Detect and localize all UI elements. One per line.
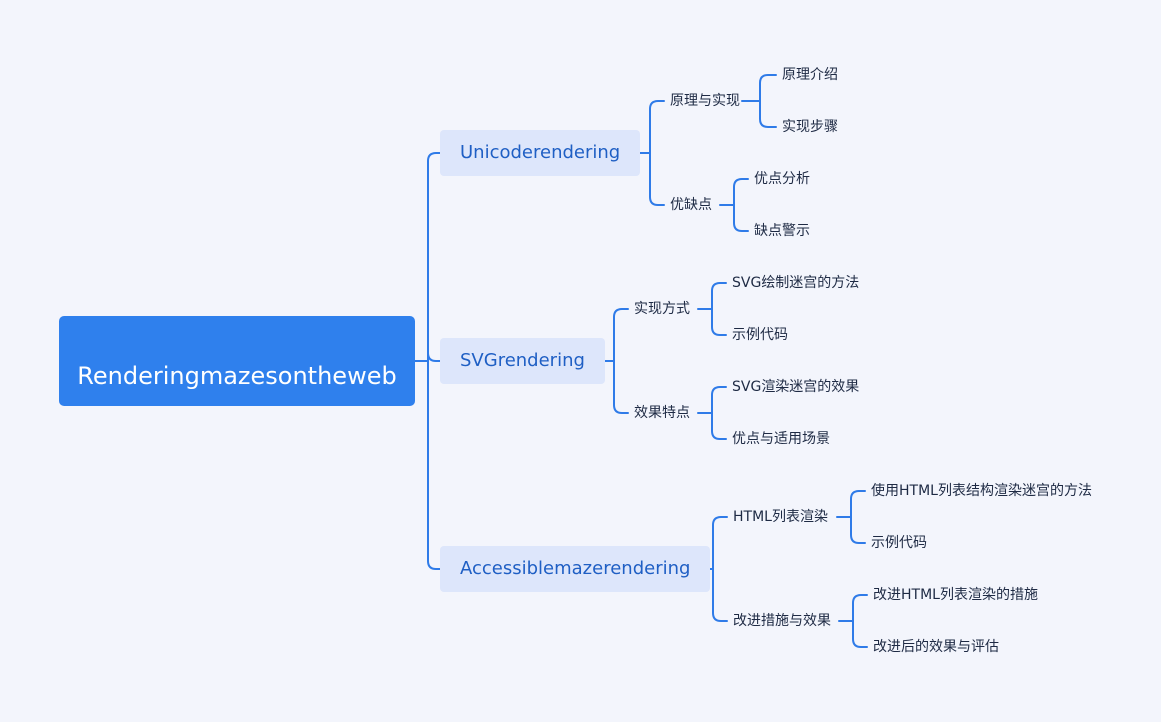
topic-principle-and-implementation[interactable]: 原理与实现: [670, 93, 740, 109]
leaf-cons-warning[interactable]: 缺点警示: [754, 223, 810, 239]
connector-pros-cons: [719, 178, 749, 232]
leaf-svg-sample-code[interactable]: 示例代码: [732, 327, 788, 343]
topic-effect-features[interactable]: 效果特点: [634, 405, 690, 421]
connector-svg-method: [697, 282, 727, 336]
branch-unicode-rendering[interactable]: Unicoderendering: [440, 130, 641, 176]
connector-svg-effect: [697, 386, 727, 440]
topic-implementation-method[interactable]: 实现方式: [634, 301, 690, 317]
topic-pros-and-cons[interactable]: 优缺点: [670, 197, 712, 213]
leaf-principle-intro[interactable]: 原理介绍: [782, 67, 838, 83]
branch-accessible-maze-rendering[interactable]: Accessiblemazerendering: [440, 546, 711, 592]
leaf-improvement-measures[interactable]: 改进HTML列表渲染的措施: [873, 587, 1038, 603]
leaf-svg-maze-method[interactable]: SVG绘制迷宫的方法: [732, 275, 860, 291]
connector-root: [414, 152, 441, 570]
topic-html-list-rendering[interactable]: HTML列表渲染: [733, 509, 828, 525]
leaf-implementation-steps[interactable]: 实现步骤: [782, 119, 838, 135]
connector-improvements: [838, 594, 868, 648]
leaf-html-list-maze-method[interactable]: 使用HTML列表结构渲染迷宫的方法: [871, 483, 1092, 499]
topic-improvements-and-effects[interactable]: 改进措施与效果: [733, 613, 831, 629]
connector-svg: [599, 308, 629, 414]
leaf-html-sample-code[interactable]: 示例代码: [871, 535, 927, 551]
connector-principle: [741, 74, 777, 128]
connector-unicode: [635, 100, 665, 206]
root-node[interactable]: Renderingmazesontheweb: [59, 316, 415, 406]
leaf-improved-effect-evaluation[interactable]: 改进后的效果与评估: [873, 639, 999, 655]
leaf-pros-analysis[interactable]: 优点分析: [754, 171, 810, 187]
connector-html-list: [836, 490, 866, 544]
branch-svg-rendering[interactable]: SVGrendering: [440, 338, 605, 384]
leaf-pros-and-use-cases[interactable]: 优点与适用场景: [732, 431, 830, 447]
leaf-svg-maze-effect[interactable]: SVG渲染迷宫的效果: [732, 379, 860, 395]
